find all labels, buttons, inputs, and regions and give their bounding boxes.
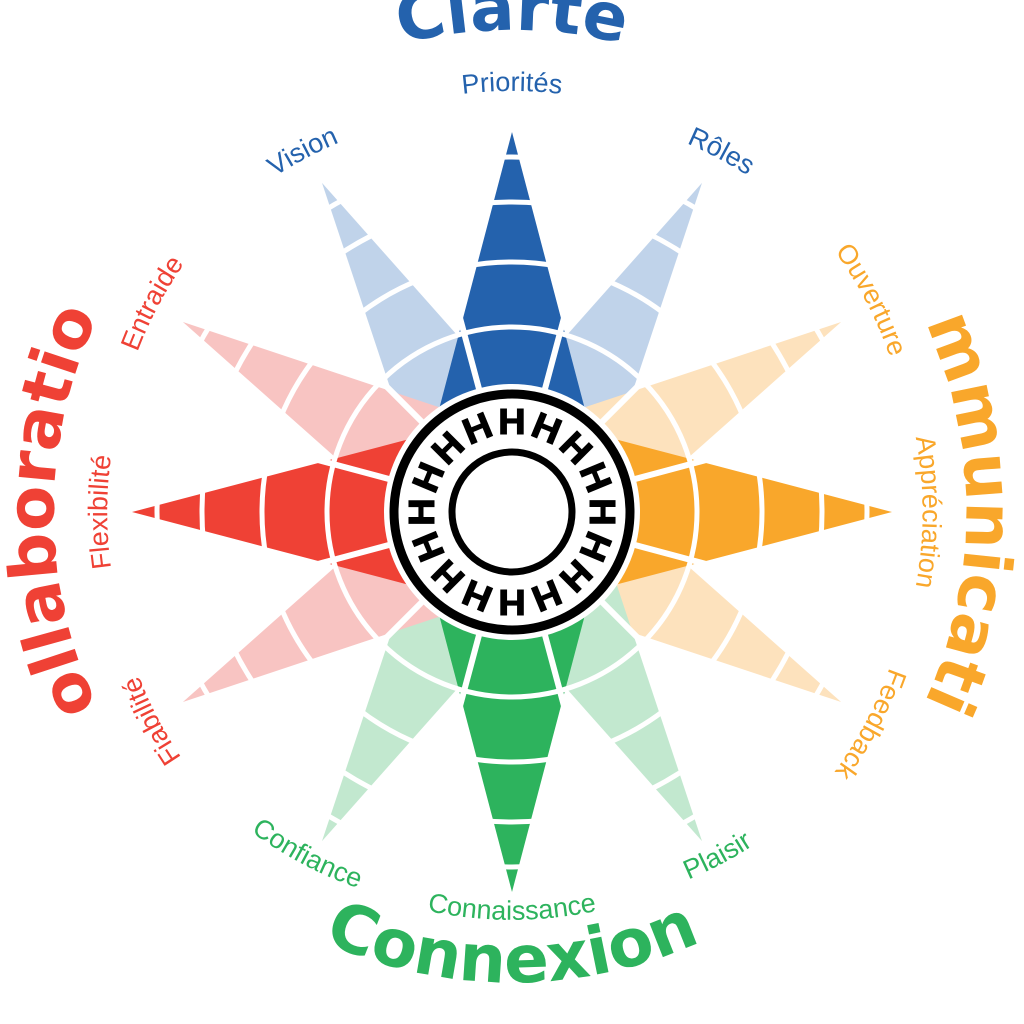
center-glyph: H: [497, 403, 527, 444]
label-ouverture: Ouverture: [830, 238, 913, 360]
label-entraide: Entraide: [115, 250, 189, 354]
label-vision: Vision: [262, 120, 342, 181]
label-connaissance: Connaissance: [426, 887, 598, 926]
center-glyph: H: [581, 497, 622, 527]
label-appreciation: Appréciation: [910, 433, 947, 590]
label-plaisir: Plaisir: [679, 825, 757, 885]
label-confiance: Confiance: [247, 812, 366, 894]
label-roles: Rôles: [684, 121, 760, 180]
title-clarte: Clarté: [389, 0, 635, 59]
label-feedback: Feedback: [829, 665, 912, 786]
center-glyph: H: [497, 581, 527, 622]
label-fiabilite: Fiabilité: [116, 673, 186, 771]
label-flexibilite: Flexibilité: [83, 453, 117, 571]
label-priorites: Priorités: [460, 67, 564, 100]
title-collaboration: Collaboration: [0, 0, 112, 731]
center-glyph: H: [403, 497, 444, 527]
